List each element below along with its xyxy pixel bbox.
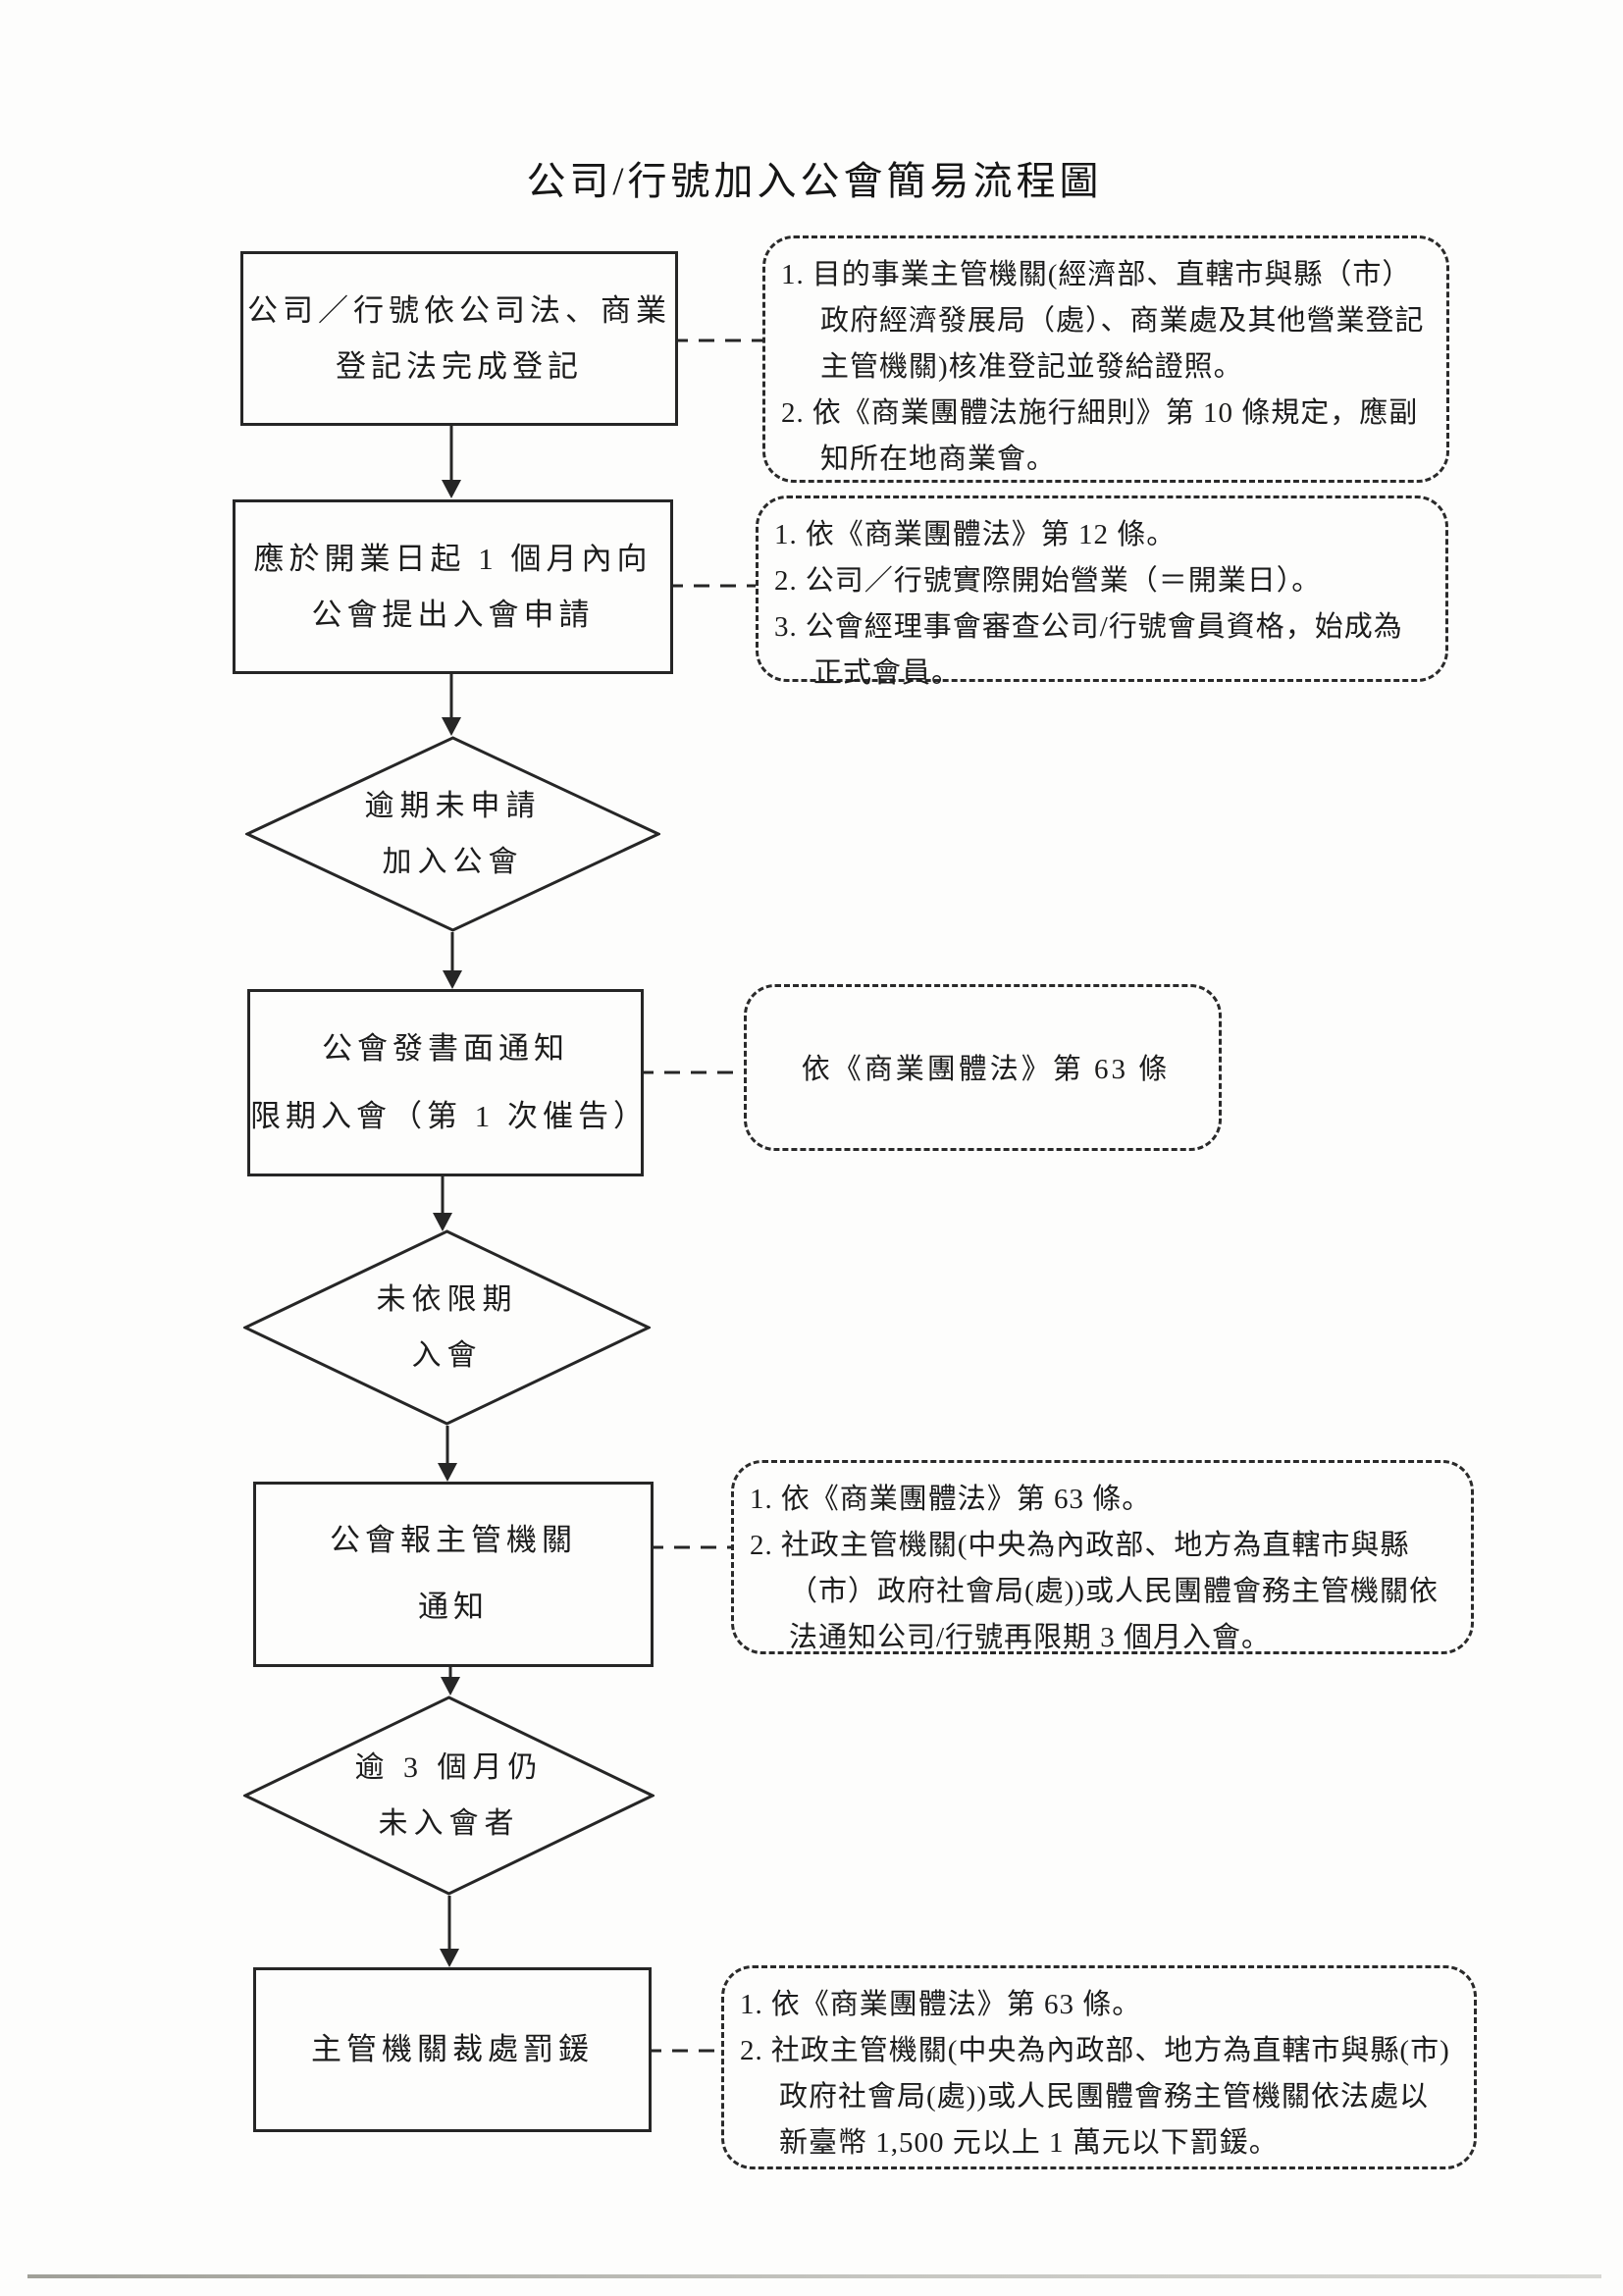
diamond-shape (245, 736, 660, 932)
node-text-line: 登記法完成登記 (336, 349, 583, 384)
diamond-shape (243, 1229, 651, 1426)
annotation-text: 依《商業團體法施行細則》第 10 條規定，應副知所在地商業會。 (812, 396, 1419, 475)
annotation-application-legal-basis: 1.依《商業團體法》第 12 條。 2.公司／行號實際開始營業（＝開業日）。 3… (756, 496, 1448, 689)
decision-not-joined-by-deadline: 未依限期 入會 (243, 1229, 651, 1426)
annotation-text: 依《商業團體法》第 63 條 (801, 1053, 1171, 1085)
node-text-line: 公司／行號依公司法、商業 (247, 292, 671, 328)
page-title: 公司/行號加入公會簡易流程圖 (526, 159, 1103, 203)
decision-overdue-application: 逾期未申請 加入公會 (245, 736, 660, 932)
list-number: 3. (774, 610, 798, 643)
node-text-line: 限期入會（第 1 次催告） (250, 1098, 649, 1133)
process-box-authority-fine: 主管機關裁處罰鍰 (253, 1967, 652, 2132)
node-text-line: 通知 (418, 1590, 489, 1625)
node-text-line: 加入公會 (382, 846, 524, 878)
annotation-text: 目的事業主管機關(經濟部、直轄市與縣（市）政府經濟發展局（處）、商業處及其他營業… (812, 259, 1425, 383)
node-text-line: 公會提出入會申請 (311, 598, 595, 632)
node-text-line: 入會 (411, 1339, 483, 1372)
annotation-text: 依《商業團體法》第 63 條。 (770, 1989, 1142, 2020)
annotation-text: 依《商業團體法》第 12 條。 (805, 519, 1177, 550)
process-box-first-written-notice: 公會發書面通知 限期入會（第 1 次催告） (247, 989, 644, 1176)
node-text-line: 未依限期 (376, 1283, 518, 1316)
process-box-report-to-authority: 公會報主管機關 通知 (253, 1482, 654, 1667)
annotation-text: 社政主管機關(中央為內政部、地方為直轄市與縣（市）政府社會局(處))或人民團體會… (780, 1529, 1439, 1653)
annotation-item: 2.公司／行號實際開始營業（＝開業日）。 (774, 558, 1428, 604)
annotation-item: 3.公會經理事會審查公司/行號會員資格，始成為正式會員。 (774, 604, 1428, 697)
annotation-item: 2.依《商業團體法施行細則》第 10 條規定，應副知所在地商業會。 (781, 391, 1429, 483)
node-text-line: 未入會者 (378, 1807, 520, 1840)
list-number: 1. (750, 1484, 773, 1515)
scan-artifact-line (27, 2274, 1601, 2278)
annotation-item: 2.社政主管機關(中央為內政部、地方為直轄市與縣(市)政府社會局(處))或人民團… (740, 2028, 1456, 2166)
arrow-down-icon (438, 1426, 457, 1482)
arrow-down-icon (442, 668, 461, 736)
list-number: 2. (740, 2034, 763, 2066)
arrow-down-icon (440, 1896, 459, 1967)
list-number: 2. (750, 1529, 773, 1561)
arrow-down-icon (443, 932, 462, 989)
decision-over-3-months-not-joined: 逾 3 個月仍 未入會者 (243, 1696, 654, 1896)
annotation-text: 公會經理事會審查公司/行號會員資格，始成為正式會員。 (805, 610, 1403, 689)
annotation-authority-notice-legal-basis: 1.依《商業團體法》第 63 條。 2.社政主管機關(中央為內政部、地方為直轄市… (731, 1460, 1474, 1654)
list-number: 2. (774, 564, 798, 597)
annotation-item: 1.依《商業團體法》第 12 條。 (774, 512, 1428, 558)
node-text-line: 逾期未申請 (364, 790, 542, 822)
annotation-registration-legal-basis: 1.目的事業主管機關(經濟部、直轄市與縣（市）政府經濟發展局（處）、商業處及其他… (762, 235, 1449, 483)
annotation-item: 依《商業團體法》第 63 條 (794, 1047, 1171, 1093)
annotation-item: 1.目的事業主管機關(經濟部、直轄市與縣（市）政府經濟發展局（處）、商業處及其他… (781, 252, 1429, 391)
node-text-line: 應於開業日起 1 個月內向 (253, 541, 653, 576)
annotation-fine-legal-basis: 1.依《商業團體法》第 63 條。 2.社政主管機關(中央為內政部、地方為直轄市… (721, 1965, 1477, 2169)
node-text-line: 公會發書面通知 (322, 1031, 569, 1067)
process-box-apply-within-1-month: 應於開業日起 1 個月內向 公會提出入會申請 (233, 499, 673, 674)
list-number: 1. (740, 1989, 763, 2020)
list-number: 2. (781, 396, 805, 429)
node-text-line: 逾 3 個月仍 (354, 1751, 544, 1784)
node-text-line: 主管機關裁處罰鍰 (311, 2032, 594, 2067)
annotation-text: 依《商業團體法》第 63 條。 (780, 1484, 1152, 1515)
annotation-text: 公司／行號實際開始營業（＝開業日）。 (805, 564, 1322, 597)
process-box-registration: 公司／行號依公司法、商業 登記法完成登記 (240, 251, 678, 426)
diamond-shape (243, 1696, 654, 1896)
annotation-item: 2.社政主管機關(中央為內政部、地方為直轄市與縣（市）政府社會局(處))或人民團… (750, 1523, 1453, 1661)
annotation-item: 1.依《商業團體法》第 63 條。 (750, 1477, 1453, 1523)
annotation-text: 社政主管機關(中央為內政部、地方為直轄市與縣(市)政府社會局(處))或人民團體會… (770, 2034, 1450, 2159)
annotation-first-notice-legal-basis: 依《商業團體法》第 63 條 (744, 984, 1222, 1151)
list-number: 1. (774, 519, 798, 550)
node-text-line: 公會報主管機關 (330, 1523, 577, 1558)
arrow-down-icon (442, 420, 461, 498)
list-number: 1. (781, 259, 805, 290)
annotation-item: 1.依《商業團體法》第 63 條。 (740, 1982, 1456, 2028)
